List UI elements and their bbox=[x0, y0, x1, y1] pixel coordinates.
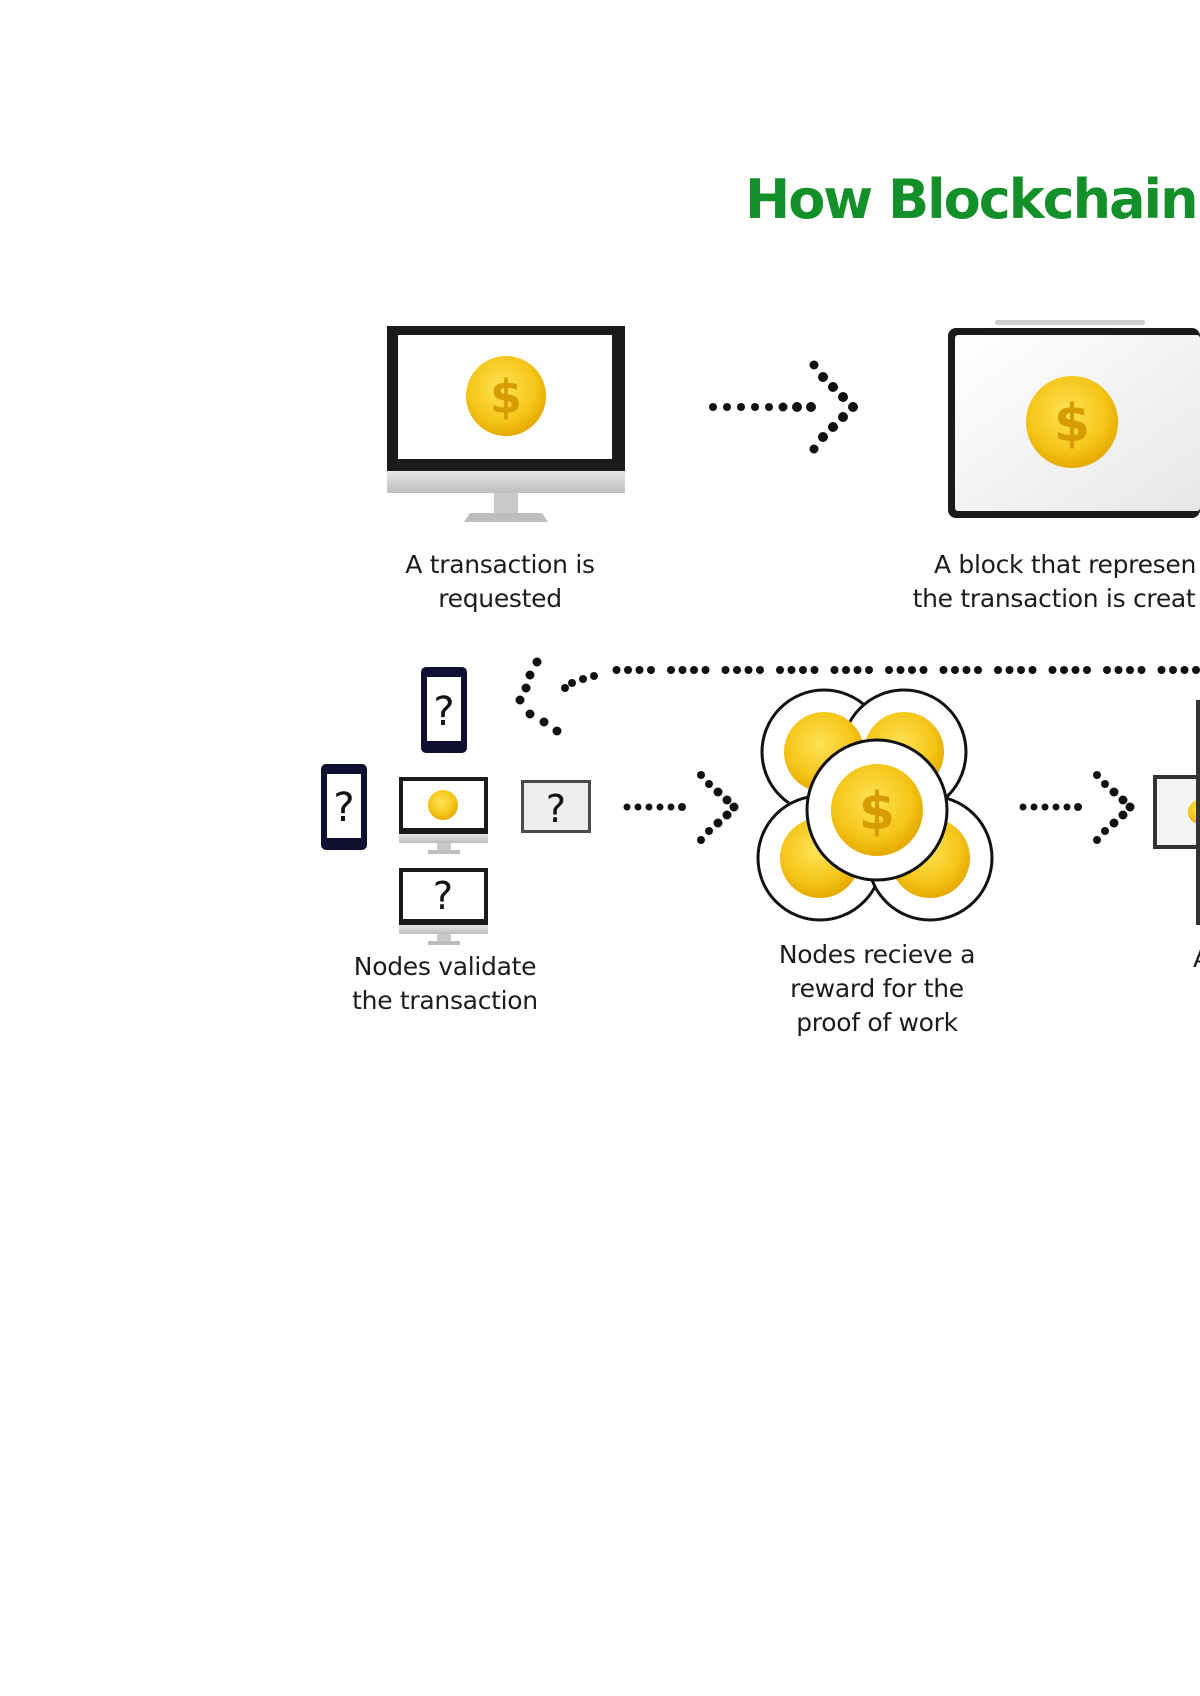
step-request-caption: A transaction is requested bbox=[380, 548, 620, 616]
caption-line: the transaction bbox=[352, 986, 538, 1015]
dot bbox=[733, 666, 741, 674]
dot bbox=[1157, 666, 1166, 674]
node-cluster-icon: $ bbox=[756, 688, 994, 922]
svg-text:?: ? bbox=[546, 787, 566, 831]
dot bbox=[776, 666, 784, 674]
monitor-icon bbox=[1153, 700, 1200, 925]
coin-icon: $ bbox=[466, 356, 546, 436]
page-title: How Blockchain bbox=[745, 168, 1199, 231]
coin-icon bbox=[428, 790, 458, 820]
dot bbox=[1083, 666, 1091, 674]
phone-icon: ? bbox=[421, 667, 467, 753]
dot bbox=[810, 666, 819, 674]
dot bbox=[799, 666, 807, 674]
dotted-line bbox=[612, 666, 1200, 674]
arrow-icon bbox=[623, 771, 739, 844]
caption-line: reward for the bbox=[790, 974, 964, 1003]
dot bbox=[635, 666, 644, 674]
arrow-icon bbox=[515, 657, 598, 736]
dot bbox=[951, 666, 959, 674]
step-validate-caption: Nodes validate the transaction bbox=[330, 950, 560, 1018]
dot bbox=[1028, 666, 1037, 674]
dot bbox=[721, 666, 730, 674]
dot bbox=[865, 666, 873, 674]
dot bbox=[1180, 666, 1189, 674]
svg-text:?: ? bbox=[433, 689, 454, 735]
arrow-icon bbox=[709, 360, 858, 454]
dot bbox=[1137, 666, 1146, 674]
caption-line: Nodes recieve a bbox=[778, 940, 976, 969]
dot bbox=[908, 666, 916, 674]
question-icon: ? bbox=[521, 780, 591, 833]
svg-text:$: $ bbox=[1054, 394, 1090, 454]
dot bbox=[787, 666, 796, 674]
svg-text:?: ? bbox=[433, 874, 453, 918]
dot bbox=[624, 666, 632, 674]
caption-line: proof of work bbox=[796, 1008, 958, 1037]
monitor-icon: ? bbox=[399, 868, 488, 945]
dot bbox=[994, 666, 1002, 674]
phone-icon: ? bbox=[321, 764, 367, 850]
dot bbox=[647, 666, 655, 674]
dot bbox=[1017, 666, 1025, 674]
dot bbox=[885, 666, 893, 674]
step-reward-caption: Nodes recieve a reward for the proof of … bbox=[757, 938, 997, 1040]
dot bbox=[896, 666, 905, 674]
dot bbox=[1114, 666, 1123, 674]
arrow-icon bbox=[1019, 771, 1135, 844]
coin-icon: $ bbox=[1026, 376, 1118, 468]
dot bbox=[1103, 666, 1111, 674]
dot bbox=[1126, 666, 1134, 674]
dot bbox=[667, 666, 675, 674]
dot bbox=[744, 666, 753, 674]
dot bbox=[962, 666, 971, 674]
dot bbox=[974, 666, 982, 674]
step-cut-caption: A bbox=[1193, 942, 1200, 976]
caption-line: the transaction is creat bbox=[912, 584, 1196, 613]
dot bbox=[756, 666, 764, 674]
dot bbox=[612, 666, 621, 674]
dot bbox=[1071, 666, 1080, 674]
dot bbox=[1169, 666, 1177, 674]
dot bbox=[1048, 666, 1057, 674]
svg-text:?: ? bbox=[333, 785, 354, 831]
svg-text:$: $ bbox=[490, 370, 522, 424]
dot bbox=[1005, 666, 1014, 674]
step-block-caption: A block that represen the transaction is… bbox=[908, 548, 1200, 616]
dot bbox=[701, 666, 710, 674]
dot bbox=[842, 666, 850, 674]
caption-line: A block that represen bbox=[933, 550, 1197, 579]
dot bbox=[939, 666, 948, 674]
dot bbox=[1060, 666, 1068, 674]
caption-line: A bbox=[1193, 942, 1200, 976]
dot bbox=[678, 666, 687, 674]
dot bbox=[690, 666, 698, 674]
dot bbox=[1192, 666, 1200, 674]
caption-line: requested bbox=[438, 584, 562, 613]
monitor-icon bbox=[399, 777, 488, 854]
dot bbox=[919, 666, 928, 674]
caption-line: A transaction is bbox=[405, 550, 595, 579]
dot bbox=[830, 666, 839, 674]
caption-line: Nodes validate bbox=[353, 952, 537, 981]
dot bbox=[853, 666, 862, 674]
svg-text:$: $ bbox=[859, 782, 895, 842]
